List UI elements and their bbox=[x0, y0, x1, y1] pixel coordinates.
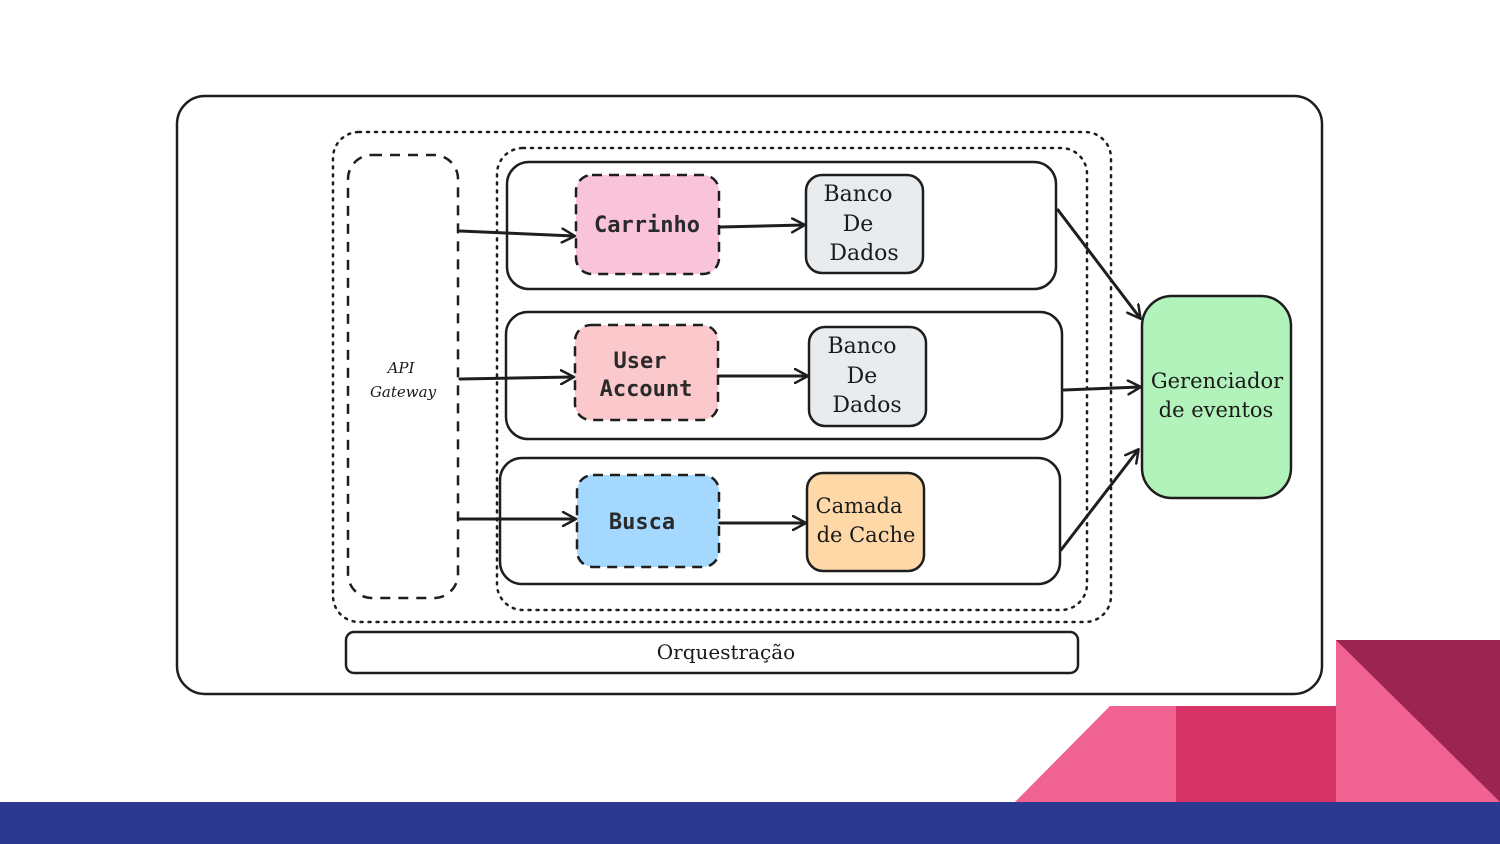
banco-de-dados-2-line2: De bbox=[847, 364, 878, 389]
lane-carrinho bbox=[505, 160, 1058, 291]
camada-de-cache-box bbox=[805, 471, 926, 573]
arrow-carrinho-to-banco bbox=[718, 225, 804, 227]
api-gateway-label-line1: API bbox=[386, 359, 416, 377]
decor-maroon-triangle bbox=[1336, 640, 1500, 802]
lane-busca bbox=[498, 456, 1062, 586]
user-account-label-line2: Account bbox=[600, 377, 693, 402]
api-gateway-box bbox=[346, 153, 460, 600]
arrow-gateway-to-user-account bbox=[458, 377, 573, 379]
carrinho-service-box bbox=[574, 173, 721, 276]
arrow-lane3-to-gerenciador bbox=[1059, 450, 1138, 552]
carrinho-label: Carrinho bbox=[594, 213, 700, 238]
camada-de-cache-line1: Camada bbox=[816, 494, 903, 518]
api-gateway-label-line2: Gateway bbox=[370, 383, 437, 401]
arrow-gateway-to-carrinho bbox=[458, 231, 574, 236]
banco-de-dados-1-line2: De bbox=[843, 212, 874, 237]
banco-de-dados-2-line3: Dados bbox=[832, 393, 901, 418]
orquestracao-bar bbox=[344, 630, 1080, 675]
lane-user-account bbox=[504, 310, 1064, 441]
arrow-lane2-to-gerenciador bbox=[1062, 387, 1140, 390]
outer-frame bbox=[175, 94, 1324, 696]
banco-de-dados-1-line3: Dados bbox=[829, 241, 898, 266]
orquestracao-label: Orquestração bbox=[657, 640, 795, 664]
arrow-lane1-to-gerenciador bbox=[1056, 208, 1140, 318]
banco-de-dados-2-line1: Banco bbox=[827, 334, 896, 359]
user-account-label-line1: User bbox=[614, 349, 667, 374]
banco-de-dados-1-line1: Banco bbox=[823, 182, 892, 207]
busca-service-box bbox=[575, 473, 721, 569]
gerenciador-de-eventos-box bbox=[1140, 294, 1293, 500]
decor-pink-trapezoid bbox=[1015, 706, 1178, 802]
outer-dotted-group bbox=[331, 130, 1113, 624]
gerenciador-label-line1: Gerenciador bbox=[1151, 369, 1284, 393]
footer-band bbox=[0, 802, 1500, 844]
gerenciador-label-line2: de eventos bbox=[1159, 398, 1274, 422]
services-dotted-group bbox=[495, 146, 1089, 612]
decor-magenta-block bbox=[1176, 706, 1338, 802]
busca-label: Busca bbox=[609, 510, 675, 535]
camada-de-cache-line2: de Cache bbox=[817, 523, 916, 547]
